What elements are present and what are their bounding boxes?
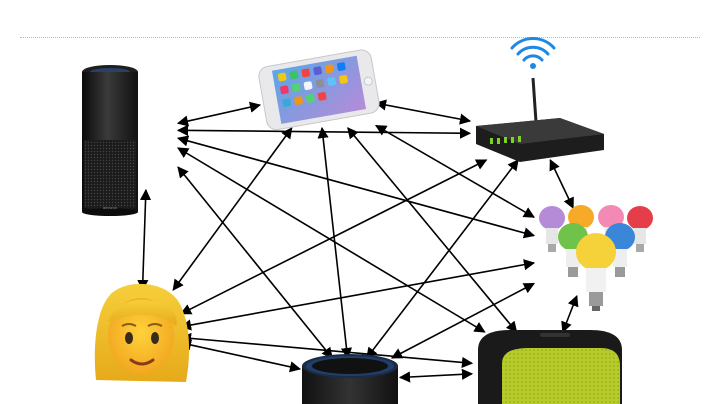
smartphone-icon bbox=[258, 49, 380, 131]
svg-text:amazon: amazon bbox=[103, 205, 117, 210]
arrow-echo-phone bbox=[176, 101, 262, 127]
arrow-person-dot bbox=[179, 339, 302, 373]
arrow-router-person bbox=[179, 159, 488, 315]
arrow-echo-speaker bbox=[177, 147, 486, 333]
arrow-router-dot bbox=[366, 159, 519, 359]
echo-dot-icon bbox=[302, 354, 398, 404]
arrow-echo-dot bbox=[177, 166, 333, 359]
bluetooth-speaker-icon bbox=[478, 330, 622, 404]
arrow-router-bulbs bbox=[549, 158, 574, 210]
title-divider bbox=[20, 37, 700, 38]
connection-arrows bbox=[137, 99, 579, 383]
arrow-phone-dot bbox=[317, 126, 353, 360]
amazon-echo-speaker-icon: amazon bbox=[82, 65, 138, 216]
woman-emoji-icon bbox=[94, 283, 190, 382]
arrow-bulbs-speaker bbox=[561, 294, 579, 334]
arrow-bulbs-person bbox=[179, 259, 536, 331]
smart-bulbs-icon bbox=[539, 205, 653, 311]
wifi-router-icon bbox=[476, 37, 604, 162]
arrow-phone-router bbox=[374, 99, 472, 125]
arrow-echo-person bbox=[137, 188, 152, 292]
arrow-echo-router bbox=[176, 124, 472, 139]
arrow-dot-speaker bbox=[398, 368, 474, 383]
